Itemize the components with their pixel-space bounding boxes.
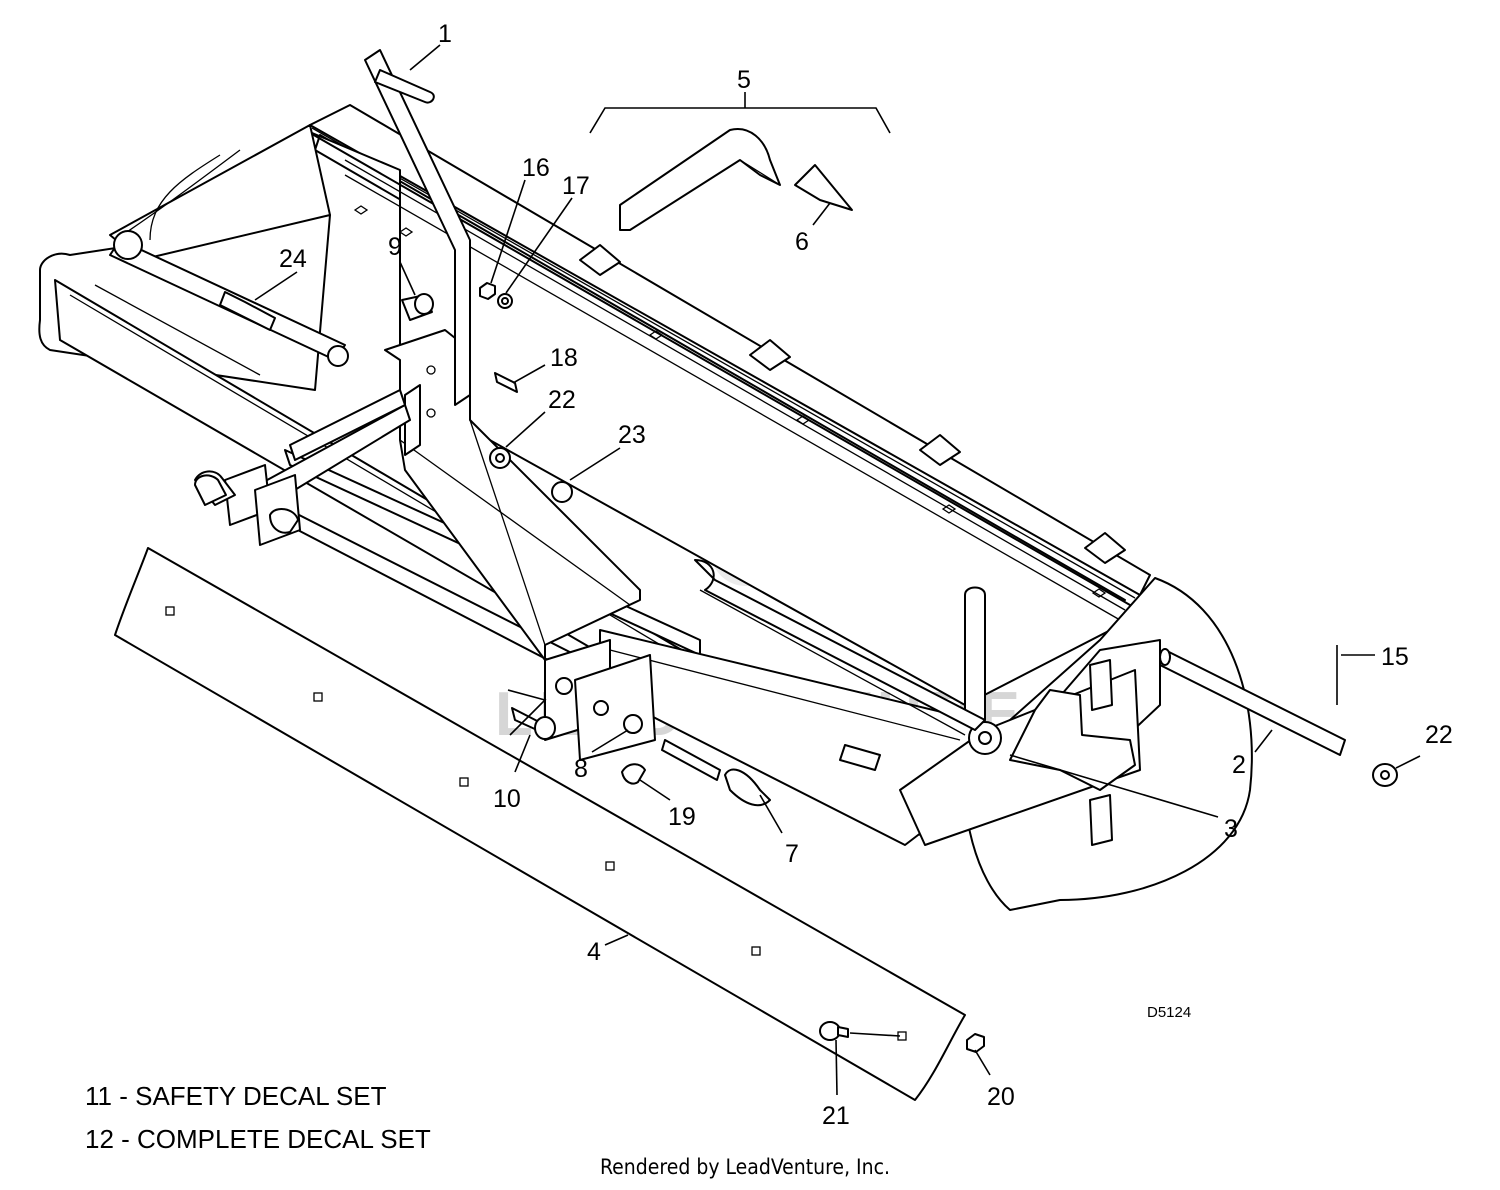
callout-1: 1 bbox=[438, 20, 452, 48]
ripper-tooth-part bbox=[619, 128, 853, 231]
callout-16: 16 bbox=[522, 154, 550, 182]
lift-arm-part bbox=[364, 49, 471, 406]
leader-lines bbox=[254, 44, 1421, 1096]
callout-5: 5 bbox=[737, 66, 751, 94]
callout-6: 6 bbox=[795, 228, 809, 256]
drawing-code: D5124 bbox=[1147, 1004, 1191, 1021]
callout-21: 21 bbox=[822, 1102, 850, 1130]
callout-2: 2 bbox=[1232, 751, 1246, 779]
box-blade-assembly bbox=[38, 104, 1253, 911]
callout-22-upper: 22 bbox=[548, 386, 576, 414]
hardware bbox=[194, 282, 1398, 1053]
callout-17: 17 bbox=[562, 172, 590, 200]
callout-8: 8 bbox=[574, 755, 588, 783]
decal-note-safety: 11 - SAFETY DECAL SET bbox=[85, 1081, 387, 1111]
callout-19: 19 bbox=[668, 803, 696, 831]
callout-20: 20 bbox=[987, 1083, 1015, 1111]
callout-24: 24 bbox=[279, 245, 307, 273]
callout-10: 10 bbox=[493, 785, 521, 813]
decal-note-complete: 12 - COMPLETE DECAL SET bbox=[85, 1124, 431, 1154]
callout-15: 15 bbox=[1381, 643, 1409, 671]
decal-notes: 11 - SAFETY DECAL SET 12 - COMPLETE DECA… bbox=[85, 1081, 431, 1154]
cutting-edge-part bbox=[114, 547, 966, 1101]
callout-22-right: 22 bbox=[1425, 721, 1453, 749]
callout-labels: 1 2 3 4 5 6 7 8 9 10 15 16 17 18 19 20 2… bbox=[279, 20, 1453, 1130]
callout-18: 18 bbox=[550, 344, 578, 372]
callout-23: 23 bbox=[618, 421, 646, 449]
callout-9: 9 bbox=[388, 233, 402, 261]
callout-7: 7 bbox=[785, 840, 799, 868]
render-credit: Rendered by LeadVenture, Inc. bbox=[600, 1155, 890, 1179]
callout-4: 4 bbox=[587, 938, 601, 966]
callout-3: 3 bbox=[1224, 815, 1238, 843]
